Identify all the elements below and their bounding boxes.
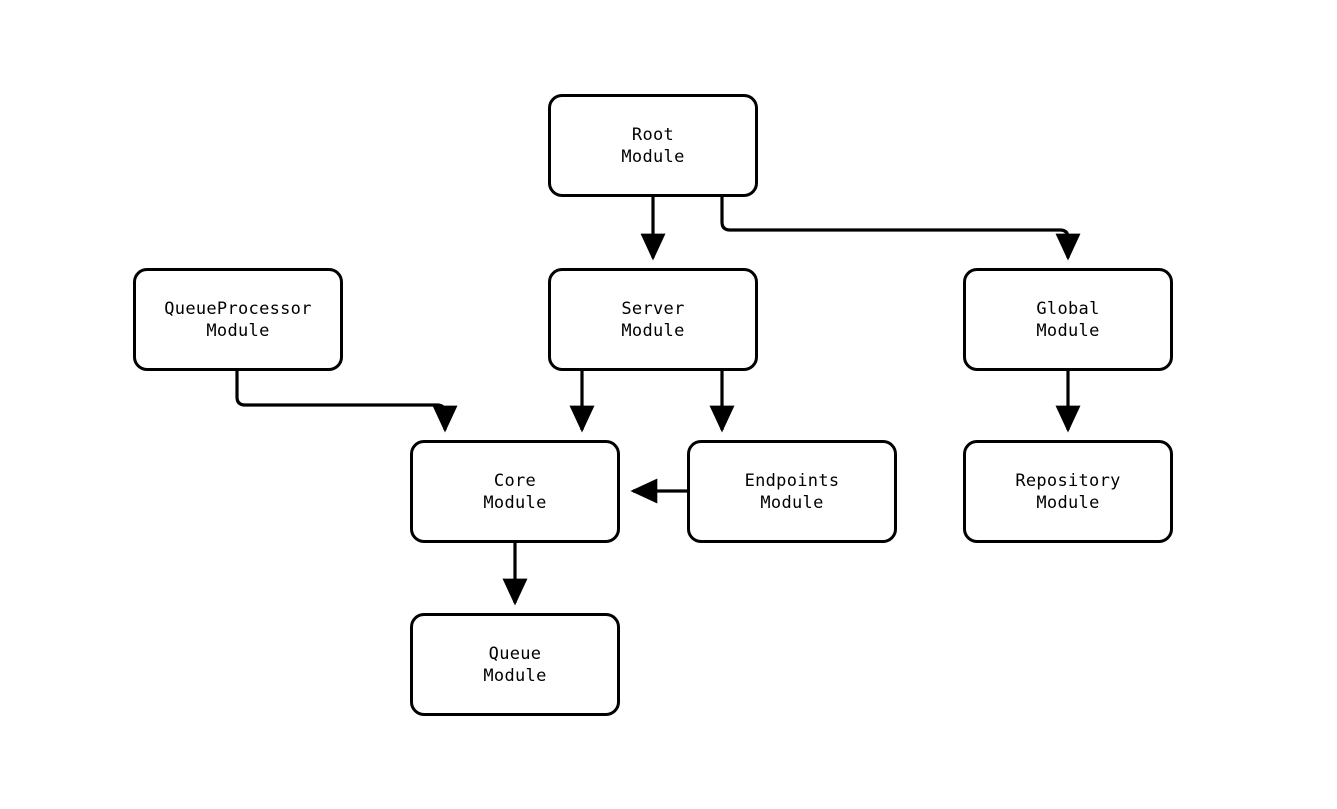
node-label-line2: Module — [621, 320, 685, 341]
edge-queueprocessor-to-core — [235, 371, 458, 433]
node-label-line2: Module — [760, 492, 824, 513]
node-label-line2: Module — [206, 320, 270, 341]
edges-group — [235, 197, 1081, 606]
node-label-line2: Module — [483, 665, 547, 686]
node-label-line1: Core — [493, 470, 537, 491]
node-label-line1: QueueProcessor — [164, 298, 312, 319]
node-label-line2: Module — [1036, 320, 1100, 341]
node-label-line2: Module — [1036, 492, 1100, 513]
node-label-line2: Module — [483, 492, 547, 513]
node-label-line1: Global — [1036, 298, 1100, 319]
node-label-line1: Root — [631, 124, 675, 145]
edge-root-to-global — [720, 197, 1081, 261]
node-label-line1: Server — [621, 298, 685, 319]
node-label-line1: Repository — [1015, 470, 1121, 491]
node-label-line1: Endpoints — [744, 470, 840, 491]
node-label-line1: Queue — [488, 643, 542, 664]
node-label-line2: Module — [621, 146, 685, 167]
